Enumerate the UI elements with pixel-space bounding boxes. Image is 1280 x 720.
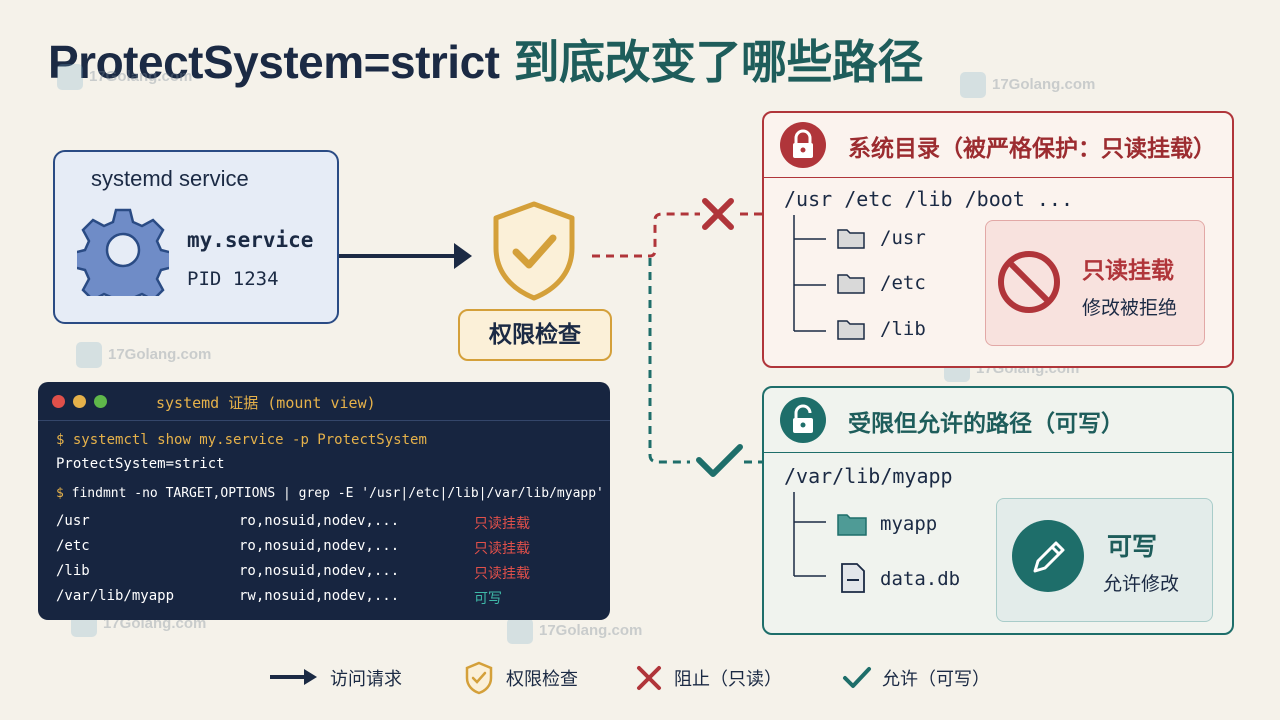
- tree-item-usr: /usr: [880, 227, 926, 249]
- system-dirs-header: 系统目录（被严格保护：只读挂载）: [764, 113, 1232, 178]
- writable-title: 可写: [1107, 532, 1158, 561]
- permission-check-label: 权限检查: [458, 309, 612, 361]
- pencil-icon: [1012, 520, 1084, 592]
- lock-icon: [780, 122, 826, 168]
- folder-icon: [836, 317, 866, 345]
- watermark: 17Golang.com: [507, 618, 642, 644]
- access-arrow-head: [454, 243, 472, 269]
- watermark: 17Golang.com: [57, 64, 192, 90]
- table-row: /lib ro,nosuid,nodev,... 只读挂载: [56, 563, 530, 582]
- terminal-window: systemd 证据 (mount view) $ systemctl show…: [38, 382, 610, 620]
- folder-icon: [836, 511, 868, 541]
- close-dot-icon: [52, 395, 65, 408]
- tree-lines: [793, 492, 826, 577]
- table-row: /var/lib/myapp rw,nosuid,nodev,... 可写: [56, 588, 502, 607]
- watermark-logo-icon: [960, 72, 986, 98]
- cross-icon: [702, 198, 734, 230]
- table-row: /etc ro,nosuid,nodev,... 只读挂载: [56, 538, 530, 557]
- cross-icon: [637, 666, 661, 690]
- tree-item-myapp: myapp: [880, 513, 938, 535]
- watermark-logo-icon: [76, 342, 102, 368]
- service-pid: PID 1234: [187, 268, 279, 290]
- check-icon: [843, 667, 871, 688]
- gear-icon: [77, 208, 169, 296]
- table-row: /usr ro,nosuid,nodev,... 只读挂载: [56, 513, 530, 532]
- watermark-logo-icon: [57, 64, 83, 90]
- file-icon: [840, 562, 866, 598]
- terminal-output-1: ProtectSystem=strict: [56, 456, 225, 472]
- watermark-logo-icon: [507, 618, 533, 644]
- folder-icon: [836, 271, 866, 299]
- system-dirs-panel: 系统目录（被严格保护：只读挂载） /usr /etc /lib /boot ..…: [762, 111, 1234, 368]
- allowed-paths-heading: 受限但允许的路径（可写）: [848, 411, 1124, 437]
- writable-path: /var/lib/myapp: [784, 464, 953, 488]
- system-dirs-heading: 系统目录（被严格保护：只读挂载）: [848, 136, 1216, 162]
- arrow-icon: [270, 669, 317, 685]
- allowed-connector: [648, 258, 690, 464]
- watermark: 17Golang.com: [960, 72, 1095, 98]
- check-icon: [696, 444, 743, 477]
- tree-item-data-db: data.db: [880, 568, 961, 590]
- tree-item-lib: /lib: [880, 318, 926, 340]
- tree-item-etc: /etc: [880, 272, 926, 294]
- watermark: 17Golang.com: [76, 342, 211, 368]
- readonly-subtitle: 修改被拒绝: [1082, 297, 1178, 319]
- writable-subtitle: 允许修改: [1103, 573, 1180, 595]
- service-card-title: systemd service: [91, 166, 249, 191]
- allowed-paths-header: 受限但允许的路径（可写）: [764, 388, 1232, 453]
- legend-label: 权限检查: [506, 669, 578, 690]
- maximize-dot-icon: [94, 395, 107, 408]
- allowed-paths-panel: 受限但允许的路径（可写） /var/lib/myapp myapp data.d…: [762, 386, 1234, 635]
- terminal-command-1: $ systemctl show my.service -p ProtectSy…: [56, 432, 427, 448]
- service-card: systemd service my.service PID 1234: [53, 150, 339, 324]
- legend-label: 阻止（只读）: [674, 669, 782, 690]
- protected-paths: /usr /etc /lib /boot ...: [784, 187, 1073, 211]
- terminal-titlebar: systemd 证据 (mount view): [38, 382, 610, 421]
- prohibited-icon: [998, 251, 1060, 313]
- service-name: my.service: [187, 228, 314, 252]
- terminal-command-2: $ findmnt -no TARGET,OPTIONS | grep -E '…: [56, 486, 604, 501]
- shield-check-icon: [493, 201, 575, 301]
- title-part2: 到底改变了哪些路径: [513, 36, 923, 88]
- legend-label: 访问请求: [330, 669, 402, 690]
- unlock-icon: [780, 397, 826, 443]
- minimize-dot-icon: [73, 395, 86, 408]
- folder-icon: [836, 226, 866, 254]
- writable-box: 可写 允许修改: [996, 498, 1213, 622]
- title-part1: ProtectSystem=strict: [48, 36, 500, 88]
- legend-label: 允许（可写）: [882, 669, 990, 690]
- terminal-title: systemd 证据 (mount view): [156, 394, 376, 412]
- readonly-box: 只读挂载 修改被拒绝: [985, 220, 1205, 346]
- readonly-title: 只读挂载: [1082, 258, 1174, 284]
- shield-check-icon: [465, 661, 493, 695]
- tree-lines: [793, 215, 826, 332]
- blocked-connector: [592, 212, 700, 258]
